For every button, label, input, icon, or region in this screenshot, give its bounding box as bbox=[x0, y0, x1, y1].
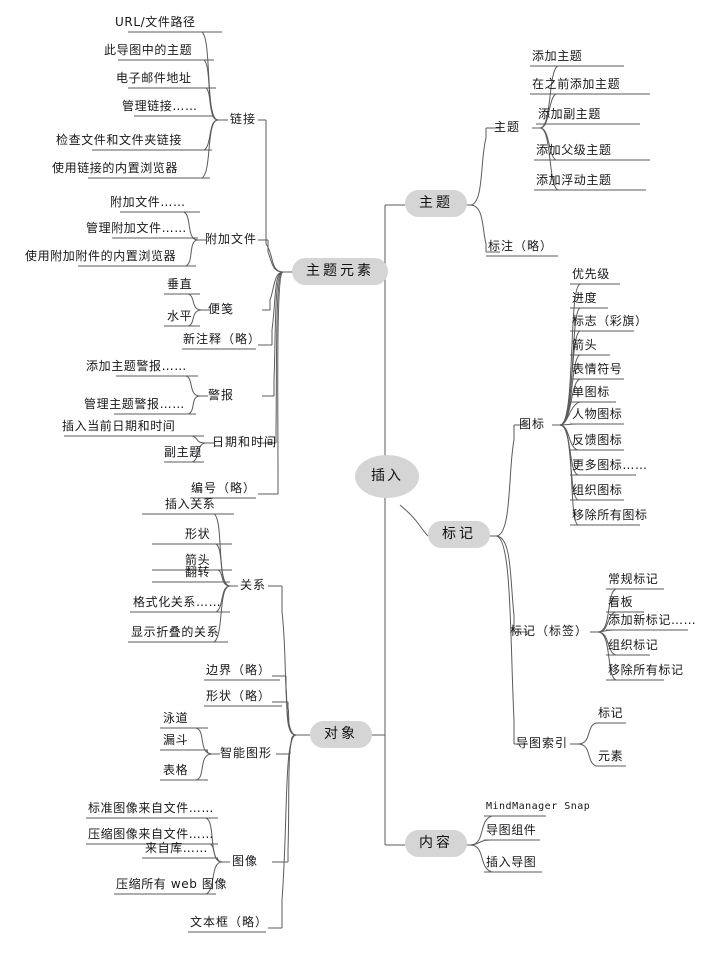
node-boundary[interactable]: 边界（略） bbox=[206, 663, 272, 677]
leaf-flag[interactable]: 标志（彩旗） bbox=[572, 314, 648, 328]
leaf-manage-links[interactable]: 管理链接…… bbox=[122, 99, 198, 113]
leaf-add-parent-topic[interactable]: 添加父级主题 bbox=[536, 143, 612, 157]
leaf-add-subtopic[interactable]: 添加副主题 bbox=[538, 107, 602, 121]
leaf-organize-tags[interactable]: 组织标记 bbox=[608, 638, 659, 652]
leaf-remove-all-tags[interactable]: 移除所有标记 bbox=[608, 663, 684, 677]
leaf-horizontal[interactable]: 水平 bbox=[167, 309, 193, 323]
leaf-insert-relationship[interactable]: 插入关系 bbox=[165, 497, 216, 511]
leaf-index-tag[interactable]: 标记 bbox=[598, 706, 624, 720]
leaf-mindmanager-snap[interactable]: MindManager Snap bbox=[486, 801, 591, 812]
node-callout[interactable]: 标注（略） bbox=[488, 239, 554, 253]
leaf-compress-all-web-images[interactable]: 压缩所有 web 图像 bbox=[116, 877, 228, 891]
node-image[interactable]: 图像 bbox=[232, 854, 259, 868]
leaf-attach-file[interactable]: 附加文件…… bbox=[110, 195, 186, 209]
node-icon-group[interactable]: 图标 bbox=[519, 417, 546, 431]
node-shape-omitted[interactable]: 形状（略） bbox=[206, 689, 272, 703]
leaf-format-relationship[interactable]: 格式化关系…… bbox=[133, 595, 222, 609]
branch-content[interactable]: 内容 bbox=[405, 830, 467, 857]
node-text-box[interactable]: 文本框（略） bbox=[190, 915, 269, 929]
branch-topic-elements[interactable]: 主题元素 bbox=[292, 258, 388, 285]
leaf-organize-icons[interactable]: 组织图标 bbox=[572, 483, 623, 497]
leaf-url-file-path[interactable]: URL/文件路径 bbox=[115, 15, 196, 29]
node-numbering[interactable]: 编号（略） bbox=[191, 481, 257, 495]
leaf-add-new-tag[interactable]: 添加新标记…… bbox=[608, 613, 697, 627]
branch-topic[interactable]: 主题 bbox=[405, 190, 467, 217]
leaf-subtopic[interactable]: 副主题 bbox=[164, 445, 202, 459]
leaf-standard-tag[interactable]: 常规标记 bbox=[608, 572, 659, 586]
leaf-priority[interactable]: 优先级 bbox=[572, 267, 610, 281]
leaf-check-file-folder-links[interactable]: 检查文件和文件夹链接 bbox=[56, 133, 183, 147]
leaf-arrow-icon[interactable]: 箭头 bbox=[572, 338, 598, 352]
leaf-feedback-icon[interactable]: 反馈图标 bbox=[572, 433, 623, 447]
leaf-standard-image-from-file[interactable]: 标准图像来自文件…… bbox=[88, 801, 215, 815]
leaf-show-collapsed-relationship[interactable]: 显示折叠的关系 bbox=[131, 625, 220, 639]
leaf-single-icon[interactable]: 单图标 bbox=[572, 385, 610, 399]
leaf-arrow[interactable]: 箭头 bbox=[185, 553, 211, 567]
leaf-manage-topic-alert[interactable]: 管理主题警报…… bbox=[84, 397, 185, 411]
leaf-manage-attachments[interactable]: 管理附加文件…… bbox=[86, 221, 187, 235]
leaf-swimlane[interactable]: 泳道 bbox=[163, 711, 189, 725]
leaf-insert-current-datetime[interactable]: 插入当前日期和时间 bbox=[62, 419, 176, 433]
leaf-flip[interactable]: 翻转 bbox=[185, 565, 211, 579]
node-topic-sub[interactable]: 主题 bbox=[494, 120, 521, 134]
leaf-use-attachment-browser[interactable]: 使用附加附件的内置浏览器 bbox=[25, 249, 177, 263]
center-node-insert[interactable]: 插入 bbox=[355, 455, 419, 498]
leaf-progress[interactable]: 进度 bbox=[572, 291, 598, 305]
leaf-add-topic-alert[interactable]: 添加主题警报…… bbox=[86, 359, 187, 373]
leaf-insert-map[interactable]: 插入导图 bbox=[486, 855, 537, 869]
leaf-add-floating-topic[interactable]: 添加浮动主题 bbox=[536, 173, 612, 187]
leaf-emoji[interactable]: 表情符号 bbox=[572, 362, 623, 376]
leaf-from-library[interactable]: 来自库…… bbox=[145, 841, 209, 855]
node-link[interactable]: 链接 bbox=[230, 112, 257, 126]
leaf-use-link-builtin-browser[interactable]: 使用链接的内置浏览器 bbox=[52, 161, 179, 175]
leaf-email-address[interactable]: 电子邮件地址 bbox=[116, 71, 192, 85]
leaf-index-element[interactable]: 元素 bbox=[598, 749, 624, 763]
node-map-index[interactable]: 导图索引 bbox=[516, 736, 569, 750]
leaf-kanban[interactable]: 看板 bbox=[608, 595, 634, 609]
node-note[interactable]: 便笺 bbox=[208, 302, 235, 316]
leaf-remove-all-icons[interactable]: 移除所有图标 bbox=[572, 508, 648, 522]
leaf-table[interactable]: 表格 bbox=[163, 763, 189, 777]
leaf-topic-in-this-map[interactable]: 此导图中的主题 bbox=[104, 43, 193, 57]
node-tag-group[interactable]: 标记（标签） bbox=[510, 624, 589, 638]
leaf-people-icon[interactable]: 人物图标 bbox=[572, 407, 623, 421]
leaf-map-part[interactable]: 导图组件 bbox=[486, 823, 537, 837]
leaf-funnel[interactable]: 漏斗 bbox=[163, 733, 189, 747]
node-relationship[interactable]: 关系 bbox=[240, 578, 267, 592]
branch-object[interactable]: 对象 bbox=[310, 721, 372, 748]
leaf-add-topic-before[interactable]: 在之前添加主题 bbox=[532, 77, 621, 91]
leaf-vertical[interactable]: 垂直 bbox=[167, 277, 193, 291]
leaf-compressed-image-from-file[interactable]: 压缩图像来自文件…… bbox=[88, 827, 215, 841]
branch-mark[interactable]: 标记 bbox=[428, 521, 490, 548]
leaf-more-icons[interactable]: 更多图标…… bbox=[572, 458, 648, 472]
node-date-time[interactable]: 日期和时间 bbox=[212, 435, 278, 449]
node-smart-shape[interactable]: 智能图形 bbox=[220, 746, 273, 760]
leaf-add-topic[interactable]: 添加主题 bbox=[532, 49, 583, 63]
node-new-comment[interactable]: 新注释（略） bbox=[183, 332, 262, 346]
node-alert[interactable]: 警报 bbox=[208, 388, 235, 402]
leaf-shape[interactable]: 形状 bbox=[185, 527, 211, 541]
node-attachment[interactable]: 附加文件 bbox=[205, 232, 258, 246]
